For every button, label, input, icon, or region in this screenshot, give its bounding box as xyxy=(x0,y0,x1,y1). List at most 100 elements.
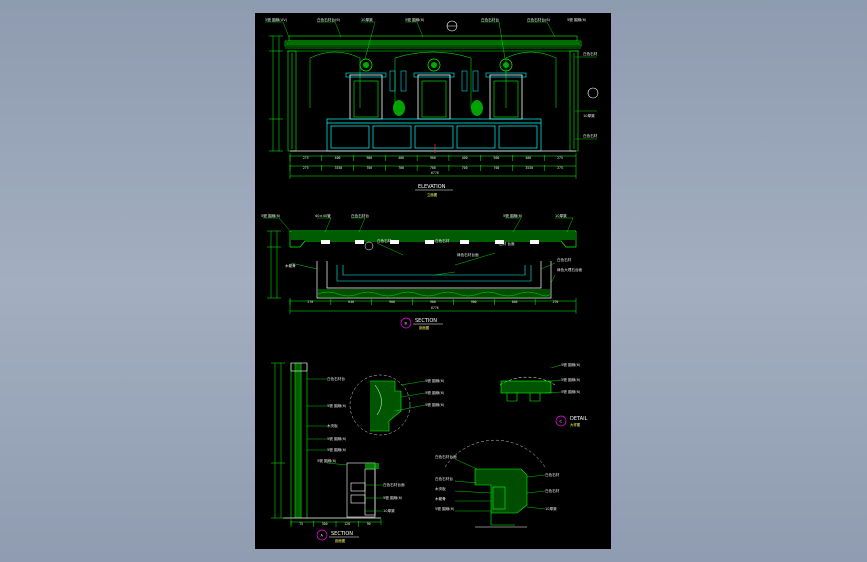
elevation-dim-value: 700 xyxy=(366,166,372,170)
section-a-left-dims xyxy=(271,362,285,519)
section-a-title: SECTION xyxy=(331,531,353,537)
detail-c-tag-circle xyxy=(555,415,567,427)
section-b-dim-value: 640 xyxy=(512,300,518,304)
detail-c-slab xyxy=(501,381,551,393)
el-label-top-6: 5號 圖線(6) xyxy=(567,17,587,22)
detail-c-title: DETAIL xyxy=(570,416,588,422)
elevation-dim-value: 400 xyxy=(335,156,341,160)
detail-counter-slab xyxy=(475,469,527,513)
section-a-leaders xyxy=(307,378,383,512)
detail-cornice-leaders xyxy=(394,380,426,412)
dr-counter-label-1: 白色石材台面 xyxy=(435,454,457,459)
detail-cornice-profile xyxy=(370,381,401,431)
el-label-right-1: 白色石材 xyxy=(583,51,598,56)
section-a-dim-value: 120 xyxy=(344,522,350,526)
elevation-dim-value: 275 xyxy=(557,166,563,170)
section-b-dim-total: 6776 xyxy=(431,306,439,310)
section-a-dim-value: 75 xyxy=(299,522,303,526)
elevation-cornice xyxy=(284,35,582,52)
section-a-dim-value: 90 xyxy=(367,522,371,526)
detail-cornice-outline xyxy=(370,380,402,432)
sa-label-3: 木夾板 xyxy=(327,423,338,428)
elevation-side-panels xyxy=(389,70,479,92)
detail-c-outline xyxy=(500,380,552,402)
section-b-tag: B xyxy=(405,322,408,326)
section-a-tag-circle xyxy=(316,529,328,541)
section-b-inner-shelf xyxy=(336,265,532,282)
dr-counter-label-8: 10厚樂 xyxy=(545,506,557,511)
cornice-hatch xyxy=(286,42,580,45)
section-b-ceiling-hatch xyxy=(291,232,575,240)
elevation-dim-value: 400 xyxy=(525,156,531,160)
sb-label-top-4: 5號 圖線(6) xyxy=(503,213,523,218)
cad-drawing: 5號 圖線(UV) 白色石材台(6) 10厚樂 5號 圖線(6) 白色石材台 白… xyxy=(261,17,599,543)
section-b-counter xyxy=(316,261,552,299)
detail-c-leaders xyxy=(544,364,562,394)
detail-counter-arc xyxy=(444,440,546,468)
section-b-marker xyxy=(364,241,374,251)
sb-label-mid-1: 白色石材 xyxy=(377,238,392,243)
elevation-dim-value: 3530 xyxy=(335,166,343,170)
section-b-dim-value: 900 xyxy=(389,300,395,304)
elevation-left-dims xyxy=(269,35,283,152)
el-label-top-4: 白色石材台 xyxy=(481,17,499,22)
section-a-dim-row: 75 300 120 90 xyxy=(290,521,371,527)
el-label-top-3: 5號 圖線(6) xyxy=(405,17,425,22)
el-label-top-left: 5號 圖線(UV) xyxy=(265,17,288,22)
el-label-right-3: 白色石材 xyxy=(583,133,598,138)
detail-cornice-circle xyxy=(349,374,411,436)
dc-label-3: 5號 圖線(6) xyxy=(425,402,445,407)
section-b-dim-value: 270 xyxy=(553,300,559,304)
elevation-section-marker-right xyxy=(587,87,599,99)
elevation-frame-2 xyxy=(413,58,455,120)
elevation-frame-1 xyxy=(345,58,387,120)
elevation-scale: 立面图 xyxy=(427,192,438,197)
section-b-dim-value: 900 xyxy=(471,300,477,304)
elevation-dim-value: 275 xyxy=(303,166,309,170)
section-a-view: 白色石材台 5號 圖線(6) 木夾板 5號 圖線(6) 5號 圖線(6) 5號 … xyxy=(271,362,405,543)
elevation-dim-value: 275 xyxy=(557,156,563,160)
dr-label-3: 5號 圖線(6) xyxy=(561,389,581,394)
elevation-callout-leaders xyxy=(265,21,597,140)
dr-counter-label-2: 白色石材台 xyxy=(435,476,453,481)
elevation-dim-value: 400 xyxy=(398,156,404,160)
elevation-dim-value: 700 xyxy=(462,166,468,170)
section-a-cornice xyxy=(290,362,308,372)
section-b-marble-band xyxy=(318,289,550,298)
elevation-vases xyxy=(393,100,483,116)
sa-label-2: 5號 圖線(6) xyxy=(327,403,347,408)
section-b-view: 5號 圖線(6) 40×40管 白色石材台 5號 圖線(6) 10厚樂 白色石材… xyxy=(261,213,583,330)
sa-label-9: 10厚樂 xyxy=(383,508,395,513)
section-a-tag: A xyxy=(321,534,324,538)
sb-label-right-2: 綠色大理石台面 xyxy=(557,267,583,272)
elevation-arches xyxy=(309,51,557,108)
elevation-counter xyxy=(326,118,542,152)
detail-c-scale: 大样图 xyxy=(570,422,581,427)
detail-counter-outline xyxy=(474,468,528,526)
sb-label-mid-3: 石材 台面 xyxy=(499,241,515,246)
dr-counter-label-5: 5號 圖線(6) xyxy=(435,506,455,511)
dr-label-2: 5號 圖線(6) xyxy=(561,377,581,382)
detail-c-view: 5號 圖線(6) 5號 圖線(6) 5號 圖線(6) C DETAIL 大样图 xyxy=(499,362,588,427)
dr-counter-label-7: 白色石材 xyxy=(545,488,560,493)
elevation-dim-value: 900 xyxy=(366,156,372,160)
sb-label-top-3: 白色石材台 xyxy=(351,213,369,218)
section-b-dim-value: 270 xyxy=(307,300,313,304)
dc-label-2: 5號 圖線(6) xyxy=(425,390,445,395)
sb-label-right-1: 白色石材 xyxy=(557,257,572,262)
elevation-dim-value: 700 xyxy=(430,166,436,170)
elevation-dim-value: 900 xyxy=(494,156,500,160)
dr-counter-label-4: 木龍骨 xyxy=(435,496,446,501)
section-a-dim-value: 300 xyxy=(322,522,328,526)
detail-cornice-curve xyxy=(374,384,382,416)
drawing-sheet: 5號 圖線(UV) 白色石材台(6) 10厚樂 5號 圖線(6) 白色石材台 白… xyxy=(255,13,611,549)
section-a-top-slab xyxy=(365,463,379,469)
sb-label-top-2: 40×40管 xyxy=(315,213,331,218)
elevation-title: ELEVATION xyxy=(418,184,446,190)
el-label-right-2: 10厚樂 xyxy=(583,113,595,118)
section-b-dim-value: 640 xyxy=(348,300,354,304)
section-b-title: SECTION xyxy=(415,318,437,324)
